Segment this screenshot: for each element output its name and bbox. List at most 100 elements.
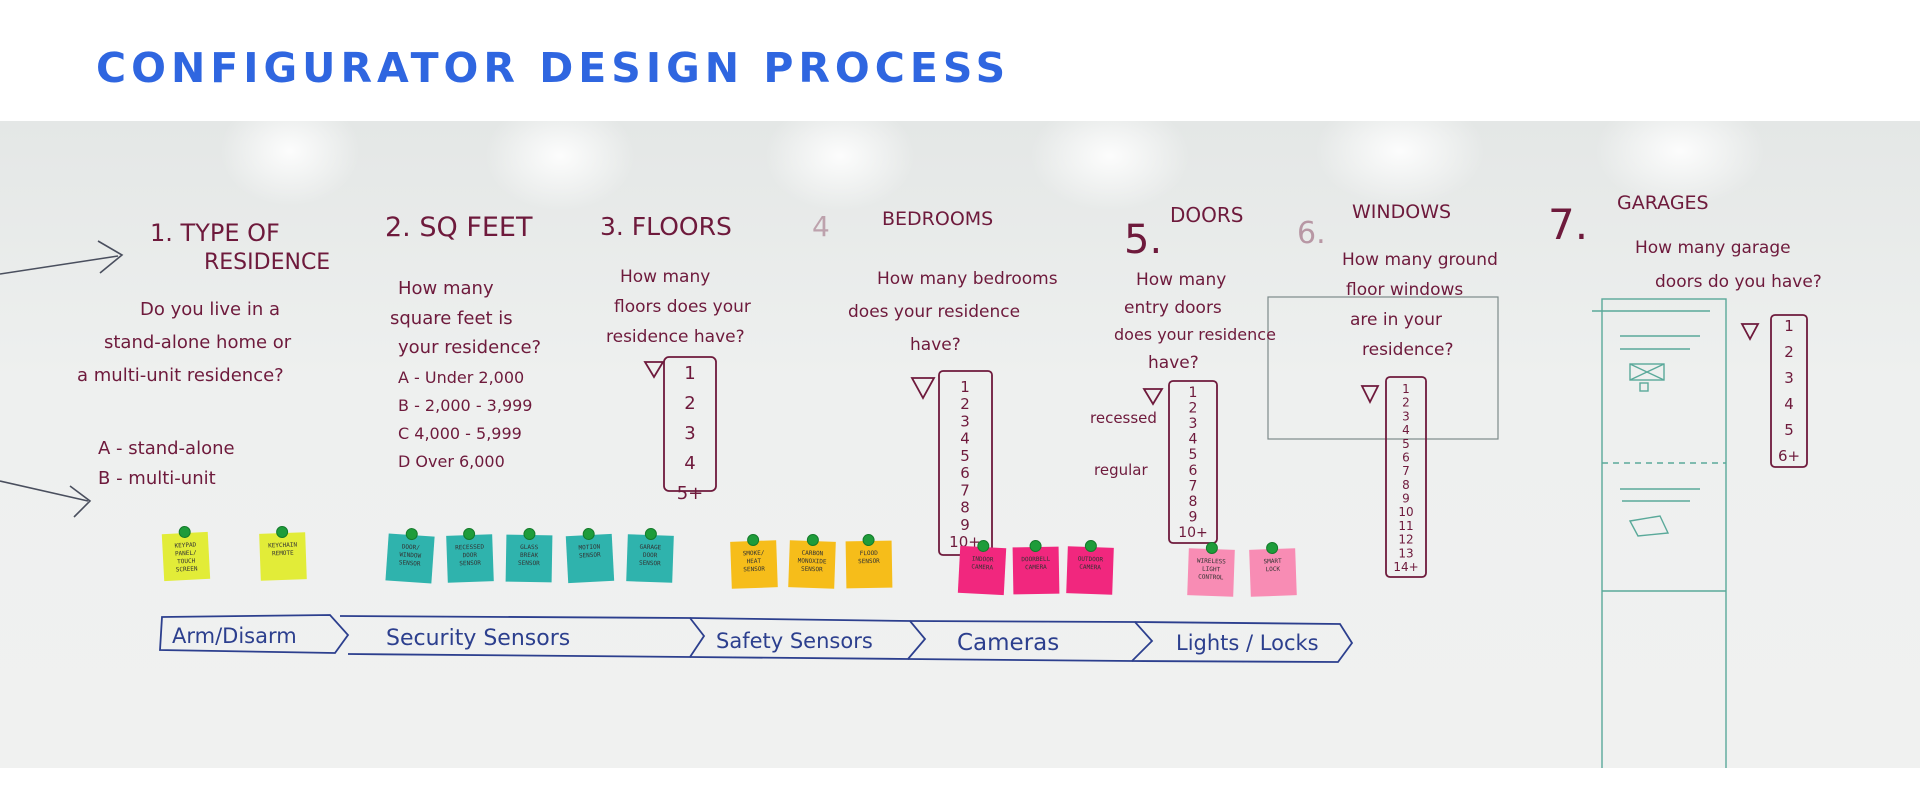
option-step-6: 10 bbox=[1398, 505, 1413, 519]
step-3-question-line: How many bbox=[620, 267, 710, 287]
option-step-5: 6 bbox=[1189, 463, 1198, 479]
sticky-note-label: SENSOR bbox=[399, 559, 421, 568]
category-label-arm-disarm: Arm/Disarm bbox=[172, 624, 297, 648]
option-step-7: 4 bbox=[1784, 395, 1794, 413]
sticky-note-label: SENSOR bbox=[801, 566, 823, 574]
sticky-note-label: BREAK bbox=[520, 552, 539, 559]
sticky-note-label: RECESSED bbox=[455, 543, 485, 551]
step-2-answer: D Over 6,000 bbox=[398, 452, 505, 471]
step-1-answer: B - multi-unit bbox=[98, 468, 216, 489]
step-5-question-line: have? bbox=[1148, 353, 1199, 373]
option-step-6: 12 bbox=[1398, 533, 1413, 547]
step-4-number: 4 bbox=[812, 210, 830, 243]
option-boxes bbox=[643, 314, 1808, 578]
green-pin-icon bbox=[747, 534, 760, 547]
option-step-4: 6 bbox=[960, 464, 970, 482]
green-pin-icon bbox=[862, 534, 875, 547]
option-step-5: 7 bbox=[1189, 478, 1198, 494]
option-step-4: 3 bbox=[960, 412, 970, 430]
step-2-question-line: How many bbox=[398, 278, 494, 299]
green-pin-icon bbox=[1084, 540, 1097, 553]
sticky-note-label: SENSOR bbox=[518, 560, 540, 567]
step-4-question-line: have? bbox=[910, 335, 961, 355]
green-pin-icon bbox=[178, 526, 191, 539]
sticky-note-paper bbox=[957, 545, 1007, 596]
green-pin-icon bbox=[1029, 540, 1042, 553]
sticky-note-label: SENSOR bbox=[579, 551, 601, 559]
step-2-answer: B - 2,000 - 3,999 bbox=[398, 396, 532, 415]
green-pin-icon bbox=[977, 540, 990, 553]
green-pin-icon bbox=[405, 528, 418, 541]
step-3-question-line: residence have? bbox=[606, 327, 745, 347]
step-6-number: 6. bbox=[1297, 216, 1326, 251]
sticky-note-label: GARAGE bbox=[639, 544, 661, 552]
sticky-note-paper bbox=[505, 534, 553, 583]
step-6-question-line: residence? bbox=[1362, 340, 1454, 360]
step-1-heading-a: 1. TYPE OF bbox=[150, 219, 280, 247]
sticky-note-paper bbox=[161, 531, 211, 582]
option-step-3: 3 bbox=[684, 423, 695, 444]
step-6-question-line: floor windows bbox=[1346, 280, 1463, 300]
step-2-answer: C 4,000 - 5,999 bbox=[398, 424, 522, 443]
sticky-note-paper bbox=[1066, 546, 1114, 595]
sticky-note-label: CAMERA bbox=[1025, 564, 1047, 571]
sticky-note-label: SENSOR bbox=[639, 560, 661, 568]
step-answers: A - stand-alone B - multi-unit A - Under… bbox=[98, 368, 1157, 489]
step-3-heading: 3. FLOORS bbox=[600, 212, 732, 241]
sticky-note-label: SCREEN bbox=[176, 565, 198, 573]
step-5-question-line: How many bbox=[1136, 270, 1226, 290]
sticky-note-label: DOORBELL bbox=[1021, 556, 1050, 564]
option-step-6: 5 bbox=[1402, 437, 1410, 451]
sticky-note-label: GLASS bbox=[520, 544, 539, 551]
option-step-6: 4 bbox=[1402, 423, 1410, 437]
light-reflections bbox=[220, 121, 1765, 211]
option-step-6: 6 bbox=[1402, 450, 1410, 464]
step-2-question-line: your residence? bbox=[398, 337, 541, 358]
sticky-note-label: PANEL/ bbox=[175, 549, 197, 557]
step-4-question-line: How many bedrooms bbox=[877, 269, 1058, 289]
green-pin-icon bbox=[276, 526, 289, 539]
sticky-note-label: SMART bbox=[1263, 558, 1282, 566]
sticky-note-label: SENSOR bbox=[743, 566, 765, 574]
sticky-note-label: INDOOR bbox=[972, 555, 994, 563]
option-step-7: 6+ bbox=[1778, 447, 1800, 465]
sticky-note-label: WIRELESS bbox=[1197, 558, 1227, 566]
green-pin-icon bbox=[523, 528, 536, 541]
option-step-6: 8 bbox=[1402, 478, 1410, 492]
option-step-5: 2 bbox=[1189, 401, 1198, 417]
step-questions: Do you live in a stand-alone home or a m… bbox=[77, 238, 1822, 386]
sticky-note-paper bbox=[446, 534, 494, 583]
option-step-4: 7 bbox=[960, 481, 970, 499]
sticky-note-label: SMOKE/ bbox=[743, 550, 765, 558]
sticky-note-label: WINDOW bbox=[399, 551, 421, 560]
sticky-note-label: SENSOR bbox=[858, 558, 880, 565]
step-1-answer: A - stand-alone bbox=[98, 438, 235, 459]
step-headings: 1. TYPE OF RESIDENCE 2. SQ FEET 3. FLOOR… bbox=[150, 192, 1709, 275]
option-step-6: 7 bbox=[1402, 464, 1410, 478]
window-sketch bbox=[1267, 296, 1499, 440]
sticky-note-label: DOOR bbox=[463, 552, 478, 560]
option-step-6: 1 bbox=[1402, 382, 1410, 396]
sticky-note-label: MOTION bbox=[578, 543, 600, 551]
step-5-recessed-label: recessed bbox=[1090, 409, 1157, 427]
option-step-6: 14+ bbox=[1393, 560, 1418, 574]
sticky-note-paper bbox=[1012, 546, 1060, 595]
sticky-note-label: MONOXIDE bbox=[798, 557, 828, 565]
option-step-5: 5 bbox=[1189, 447, 1198, 463]
option-step-6: 2 bbox=[1402, 396, 1410, 410]
garage-wireframe bbox=[1592, 298, 1727, 768]
sticky-note-label: SENSOR bbox=[459, 560, 481, 568]
category-label-safety-sensors: Safety Sensors bbox=[716, 629, 873, 653]
step-4-question-line: does your residence bbox=[848, 302, 1020, 322]
sticky-note-paper bbox=[565, 533, 615, 584]
page-title: CONFIGURATOR DESIGN PROCESS bbox=[96, 44, 1011, 92]
step-7-number: 7. bbox=[1548, 200, 1588, 249]
sticky-note-label: LOCK bbox=[1266, 566, 1281, 574]
sticky-note-label: CARBON bbox=[801, 550, 823, 558]
sticky-note-label: KEYPAD bbox=[174, 541, 196, 549]
